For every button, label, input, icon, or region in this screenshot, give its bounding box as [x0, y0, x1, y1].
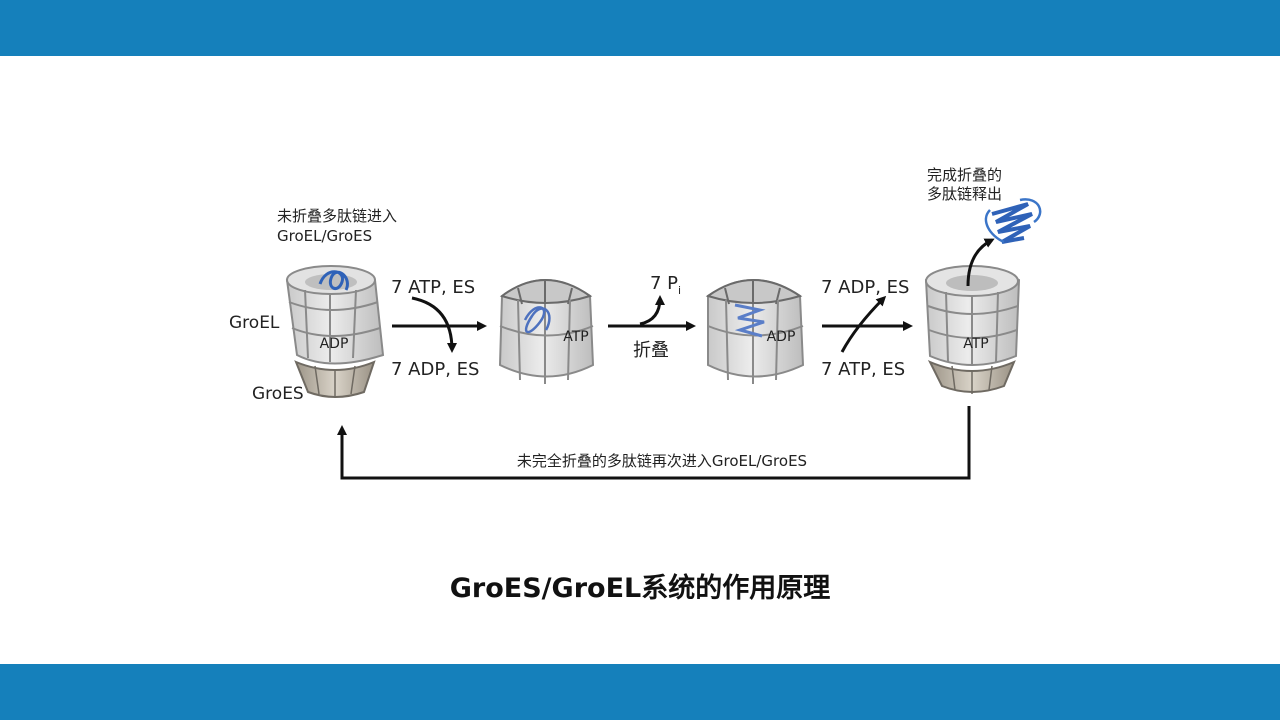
input-label-line2: GroEL/GroES: [277, 227, 372, 245]
input-label-line1: 未折叠多肽链进入: [277, 207, 397, 225]
atp-label-4: ATP: [963, 336, 988, 352]
released-protein: [984, 198, 1042, 244]
slide-caption: GroES/GroEL系统的作用原理: [449, 573, 831, 604]
complex-3: ADP: [705, 279, 805, 384]
complex-1: ADP: [285, 265, 385, 398]
atp-label-2: ATP: [563, 329, 588, 345]
bottom-band: [0, 664, 1280, 720]
adp-label-3: ADP: [767, 329, 796, 345]
complex-4: ATP: [924, 265, 1021, 394]
arrows: [337, 238, 995, 480]
return-label: 未完全折叠的多肽链再次进入GroEL/GroES: [517, 452, 807, 470]
complex-2: ATP: [498, 279, 595, 384]
groel-label: GroEL: [229, 313, 280, 333]
arrow-step1-branch: [411, 296, 457, 353]
release-label-line1: 完成折叠的: [927, 166, 1002, 184]
step1-out-label: 7 ADP, ES: [391, 359, 479, 380]
arrow-return: [337, 406, 971, 480]
release-label-line2: 多肽链释出: [927, 185, 1002, 203]
step2-out-label: 7 Pi: [650, 273, 681, 297]
arrow-release: [966, 238, 995, 287]
arrow-step3-branch: [840, 295, 887, 353]
groes-label: GroES: [252, 384, 304, 404]
top-band: [0, 0, 1280, 56]
step3-in-label: 7 ATP, ES: [821, 359, 905, 380]
adp-label-1: ADP: [320, 336, 349, 352]
step1-in-label: 7 ATP, ES: [391, 277, 475, 298]
step2-label: 折叠: [633, 340, 669, 361]
step3-out-label: 7 ADP, ES: [821, 277, 909, 298]
arrow-step2-branch: [639, 295, 665, 326]
